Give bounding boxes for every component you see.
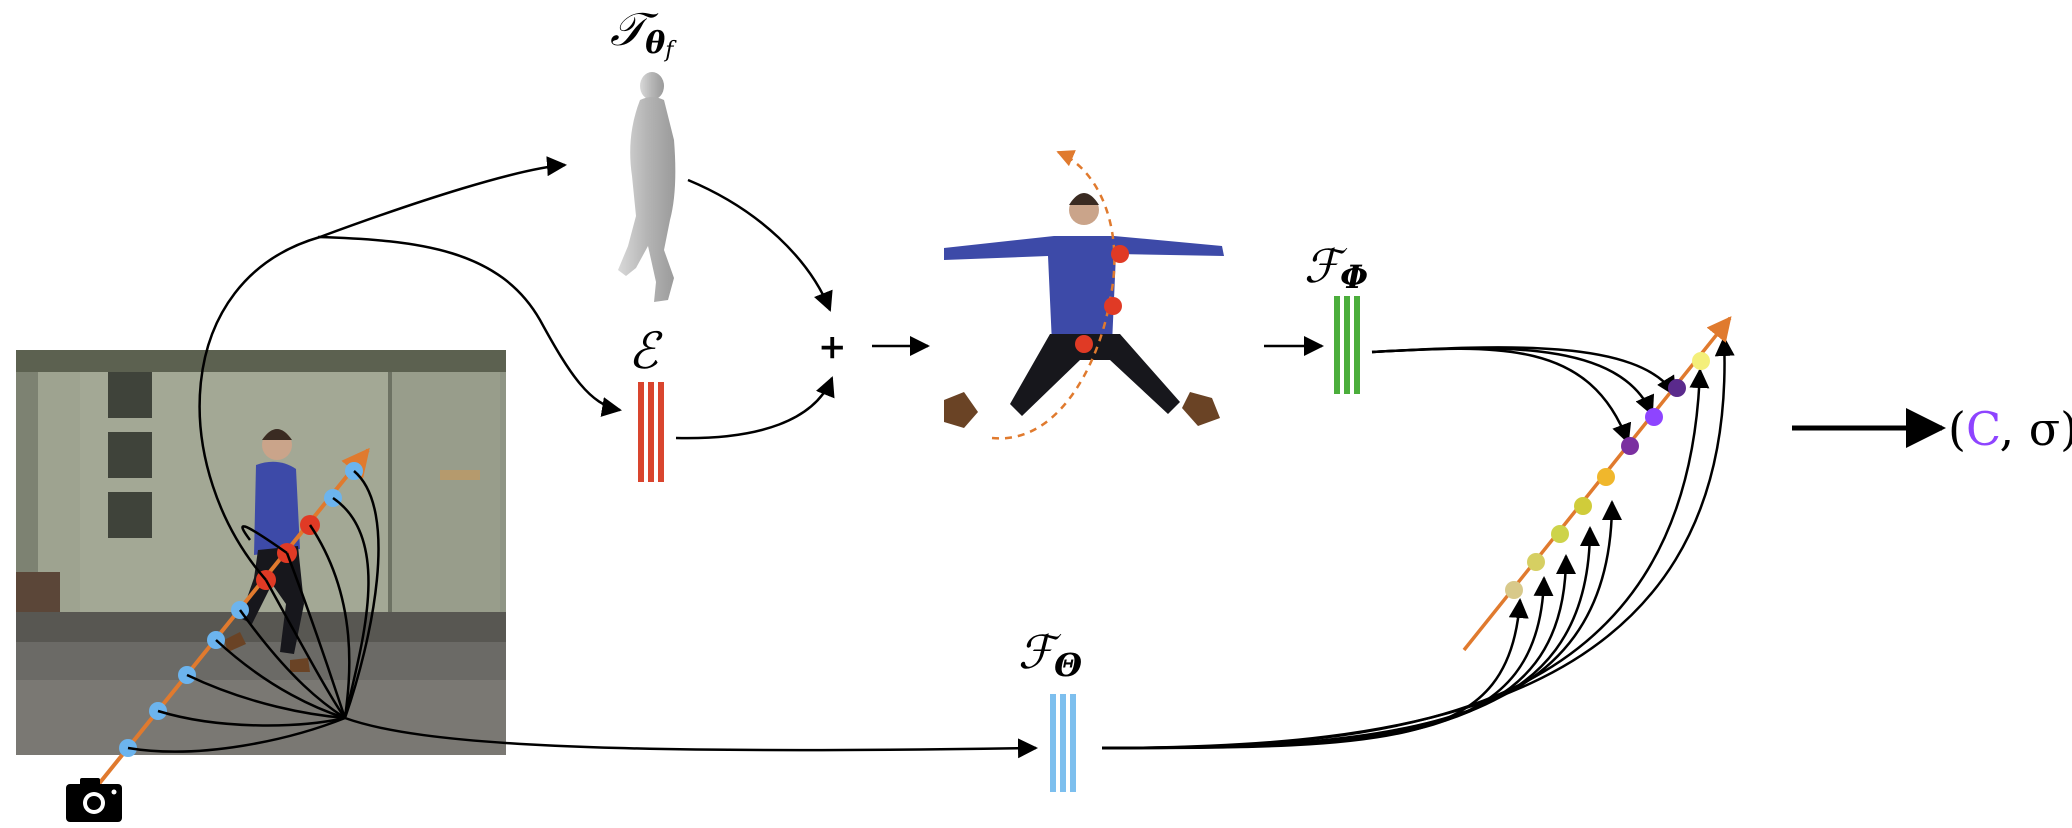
output-label: (C, σ) bbox=[1948, 402, 2072, 456]
walking-person bbox=[224, 429, 310, 672]
arrow-hub-to-nerf bbox=[344, 716, 1038, 759]
canonical-red-samples bbox=[1075, 245, 1129, 353]
input-sample-bundle bbox=[127, 470, 380, 753]
arrow-to-encoder bbox=[317, 235, 622, 417]
camera-icon bbox=[66, 778, 122, 822]
input-camera-ray bbox=[96, 447, 370, 787]
output-ray bbox=[1462, 316, 1732, 652]
output-open: ( bbox=[1948, 402, 1966, 456]
arrow-template-to-plus bbox=[687, 178, 833, 312]
encoder-bars bbox=[638, 382, 664, 482]
nerf-label: ℱΘ bbox=[1018, 625, 1082, 684]
walking-person-photo bbox=[16, 350, 506, 755]
template-label-sub: θ bbox=[645, 26, 665, 61]
deform-label: ℱΦ bbox=[1304, 239, 1368, 296]
arrow-to-template bbox=[198, 156, 567, 581]
template-body-icon bbox=[618, 72, 676, 302]
template-label: 𝒯θf bbox=[610, 2, 677, 63]
template-label-sub2: f bbox=[663, 38, 677, 63]
nerf-output-bundle bbox=[1101, 336, 1735, 750]
deform-output-bundle bbox=[1371, 346, 1677, 444]
deform-label-sub: Φ bbox=[1340, 258, 1368, 296]
encoder-label: ℰ bbox=[628, 322, 663, 380]
arrow-encoder-to-plus bbox=[675, 376, 835, 440]
output-sigma: , σ) bbox=[2000, 402, 2072, 456]
deform-bars bbox=[1334, 296, 1360, 394]
output-ray-samples bbox=[1505, 352, 1710, 599]
nerf-label-sub: Θ bbox=[1054, 646, 1082, 684]
nerf-bars bbox=[1050, 694, 1076, 792]
canonical-pose-person bbox=[944, 193, 1224, 428]
output-color: C bbox=[1966, 402, 2000, 456]
plus-sign: + bbox=[818, 327, 847, 367]
branch-red-samples bbox=[241, 525, 288, 555]
